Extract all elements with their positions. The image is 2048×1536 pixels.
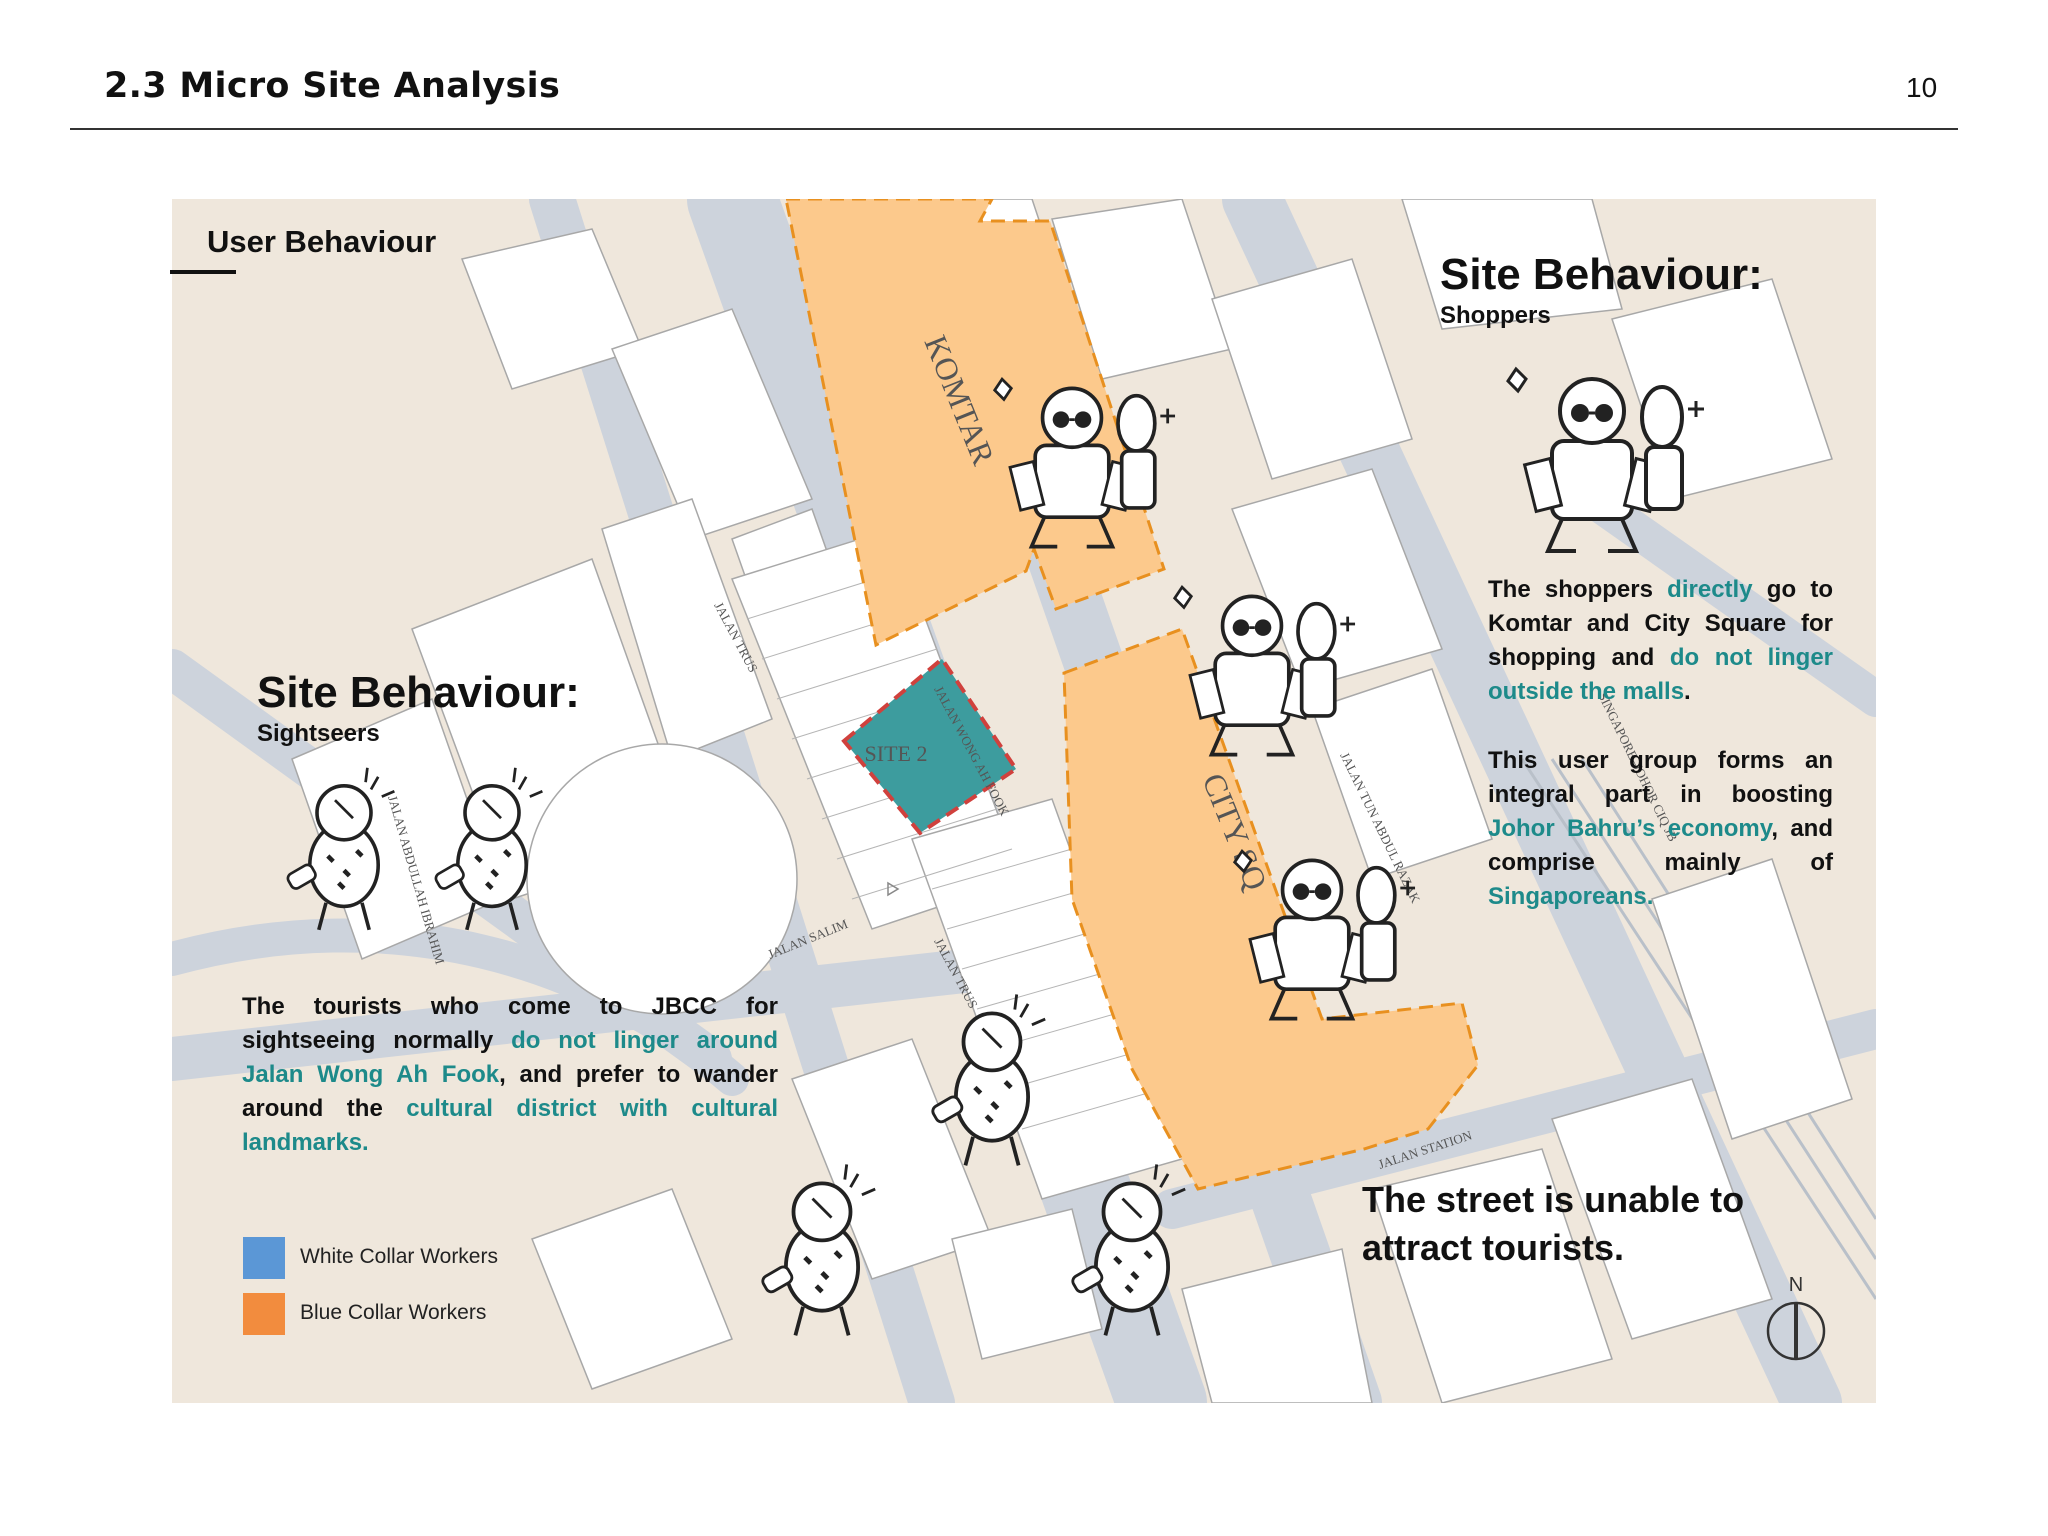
shoppers-description-1: The shoppers directly go to Komtar and C… xyxy=(1488,576,1834,705)
north-label: N xyxy=(1789,1274,1803,1296)
site-2-plot xyxy=(841,656,1019,836)
building-dome xyxy=(526,743,798,1015)
section-title-underline xyxy=(170,270,236,274)
shoppers-heading: Site Behaviour: xyxy=(1440,250,1763,299)
city-square-mall-zone xyxy=(1062,627,1480,1191)
road-jalan-abdullah-ibrahim xyxy=(172,918,749,1096)
legend-swatch xyxy=(243,1293,285,1335)
building xyxy=(951,1208,1103,1360)
legend-swatch xyxy=(243,1237,285,1279)
komtar-mall-zone xyxy=(784,199,1166,648)
north-arrow: N xyxy=(1766,1274,1826,1361)
legend-label: Blue Collar Workers xyxy=(300,1301,487,1324)
building xyxy=(1211,258,1413,480)
street-note-line-1: The street is unable to xyxy=(1362,1179,1745,1220)
building xyxy=(601,498,773,760)
building xyxy=(1551,1078,1773,1340)
section-title: User Behaviour xyxy=(207,224,437,259)
street-note-line-2: attract tourists. xyxy=(1362,1227,1625,1268)
sightseers-heading: Site Behaviour: xyxy=(257,668,580,717)
shoppers-subheading: Shoppers xyxy=(1440,302,1551,329)
building xyxy=(1651,858,1853,1140)
sightseers-subheading: Sightseers xyxy=(257,720,380,747)
building xyxy=(1311,668,1493,880)
building xyxy=(1371,1148,1613,1403)
map-canvas: SITE 2 KOMTAR CITY SQ JALAN TRUS JALAN W… xyxy=(172,199,1876,1403)
building xyxy=(531,1188,733,1390)
legend-label: White Collar Workers xyxy=(300,1245,498,1268)
building xyxy=(610,308,814,540)
site-2-label: SITE 2 xyxy=(865,741,928,766)
building xyxy=(1181,1248,1373,1403)
road-northeast xyxy=(1574,481,1876,717)
page-title: 2.3 Micro Site Analysis xyxy=(104,66,561,106)
building xyxy=(1401,199,1623,330)
title-divider xyxy=(70,128,1958,130)
building-footprints xyxy=(291,199,1853,1403)
sightseers-description: The tourists who come to JBCC for sights… xyxy=(242,993,778,1156)
page-number: 10 xyxy=(1906,72,1938,103)
street-note: The street is unable to attract tourists… xyxy=(1362,1176,1744,1272)
site-map: SITE 2 KOMTAR CITY SQ JALAN TRUS JALAN W… xyxy=(172,199,1876,1403)
shoppers-description-2: This user group forms an integral part i… xyxy=(1488,747,1833,910)
direction-marker xyxy=(887,881,900,897)
